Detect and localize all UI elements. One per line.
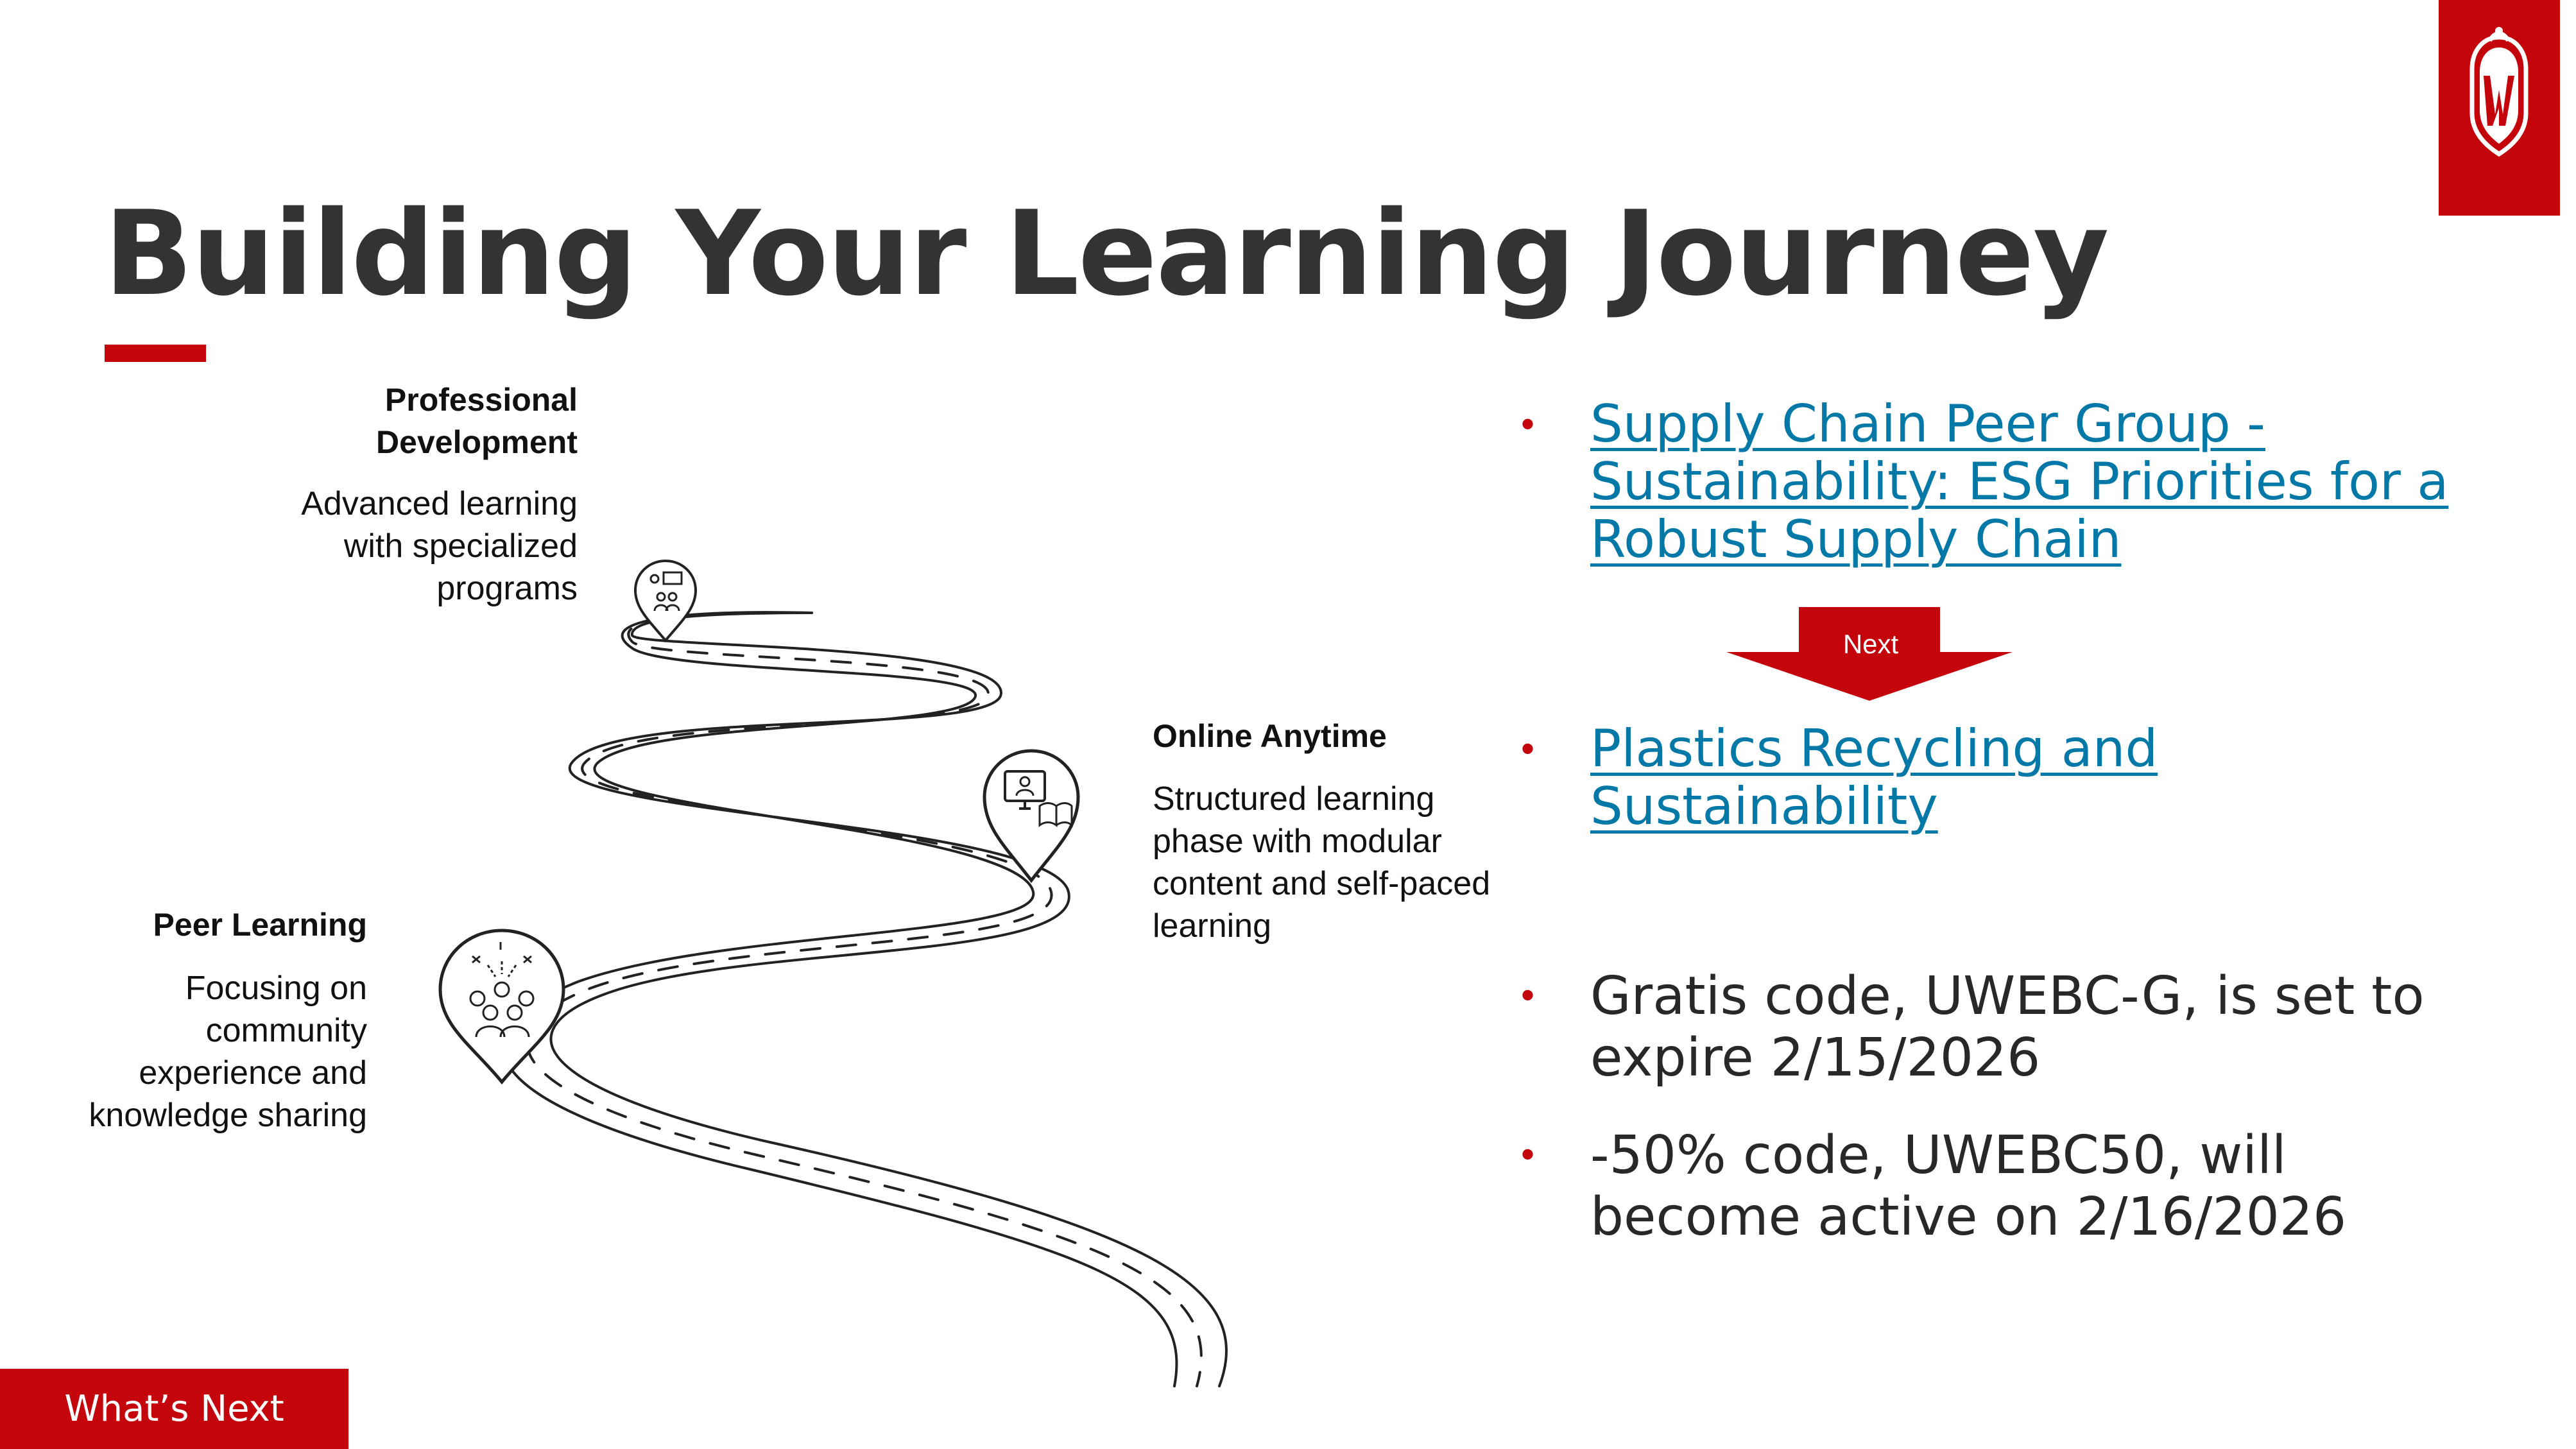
bullet-marker: •: [1521, 1133, 1535, 1176]
bullet-marker: •: [1521, 973, 1535, 1016]
professional-development-heading: Professional Development: [376, 382, 578, 460]
gratis-code-note: Gratis code, UWEBC-G, is set to expire 2…: [1590, 966, 2425, 1088]
university-crest-logo: [2439, 0, 2560, 216]
online-anytime-heading: Online Anytime: [1153, 718, 1387, 754]
bullet-marker: •: [1521, 727, 1535, 770]
bullet-marker: •: [1521, 402, 1535, 445]
peer-learning-heading: Peer Learning: [153, 907, 367, 943]
title-underline-bar: [105, 345, 206, 362]
supply-chain-peer-group-link[interactable]: Supply Chain Peer Group - Sustainability…: [1590, 394, 2449, 569]
professional-development-description: Advanced learning with specialized progr…: [301, 485, 578, 607]
computer-book-icon: [983, 749, 1080, 884]
presentation-people-icon: [633, 559, 698, 643]
next-arrow-icon: [1726, 607, 2013, 701]
peer-learning-description: Focusing on community experience and kno…: [89, 970, 367, 1134]
next-arrow-label: Next: [1842, 629, 1899, 659]
community-people-icon: [438, 929, 565, 1085]
plastics-recycling-link[interactable]: Plastics Recycling and Sustainability: [1590, 719, 2158, 836]
discount-code-note: -50% code, UWEBC50, will become active o…: [1590, 1125, 2347, 1248]
online-anytime-description: Structured learning phase with modular c…: [1153, 780, 1491, 945]
section-tab-whats-next: What’s Next: [0, 1369, 348, 1449]
learning-journey-road-diagram: [0, 359, 1284, 1425]
slide-title: Building Your Learning Journey: [104, 185, 2109, 322]
